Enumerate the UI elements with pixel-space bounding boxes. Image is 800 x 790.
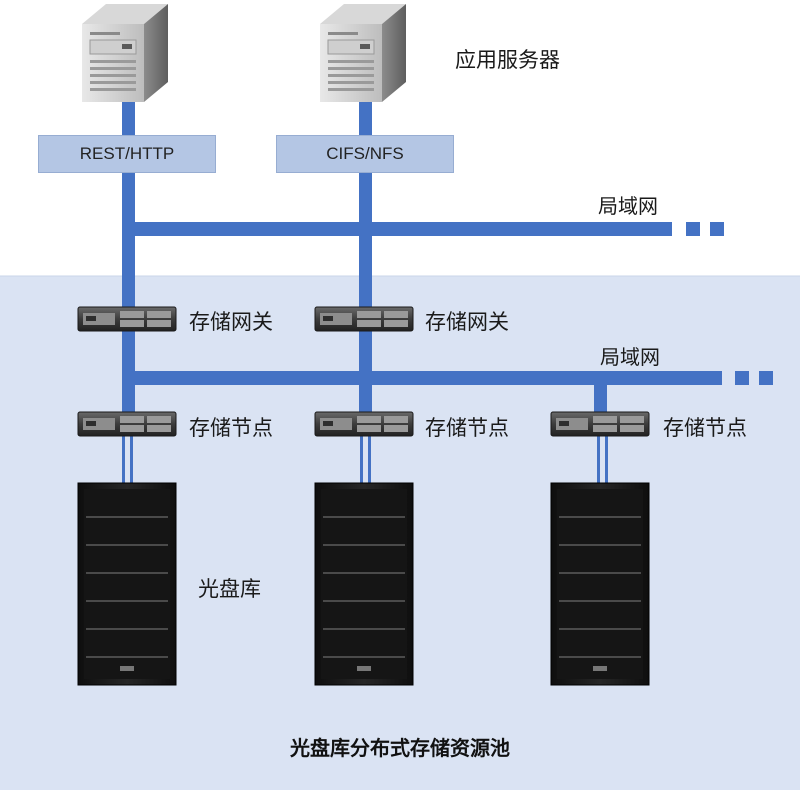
- gateway-label-1: 存储网关: [189, 310, 273, 334]
- application-servers-label: 应用服务器: [455, 48, 560, 72]
- lan-bottom-label: 局域网: [600, 345, 660, 369]
- optical-library-3: [550, 482, 650, 686]
- protocol-label-rest: REST/HTTP: [79, 144, 175, 163]
- storage-gateway-1: [77, 306, 177, 332]
- gateway-label-2: 存储网关: [425, 310, 509, 334]
- optical-library-2: [314, 482, 414, 686]
- lan-top-label: 局域网: [598, 194, 658, 218]
- optical-library-1: [77, 482, 177, 686]
- optical-library-label: 光盘库: [198, 577, 261, 601]
- protocol-label-cifs: CIFS/NFS: [326, 144, 404, 163]
- application-server-2: [320, 4, 406, 102]
- storage-gateway-2: [314, 306, 414, 332]
- node-label-1: 存储节点: [189, 416, 273, 440]
- storage-node-3: [550, 411, 650, 437]
- storage-node-2: [314, 411, 414, 437]
- application-server-1: [82, 4, 168, 102]
- protocol-box-cifs: CIFS/NFS: [276, 135, 454, 173]
- node-label-2: 存储节点: [425, 416, 509, 440]
- pool-title: 光盘库分布式存储资源池: [290, 736, 510, 760]
- protocol-box-rest: REST/HTTP: [38, 135, 216, 173]
- storage-node-1: [77, 411, 177, 437]
- network-lines: [122, 100, 773, 484]
- node-label-3: 存储节点: [663, 416, 747, 440]
